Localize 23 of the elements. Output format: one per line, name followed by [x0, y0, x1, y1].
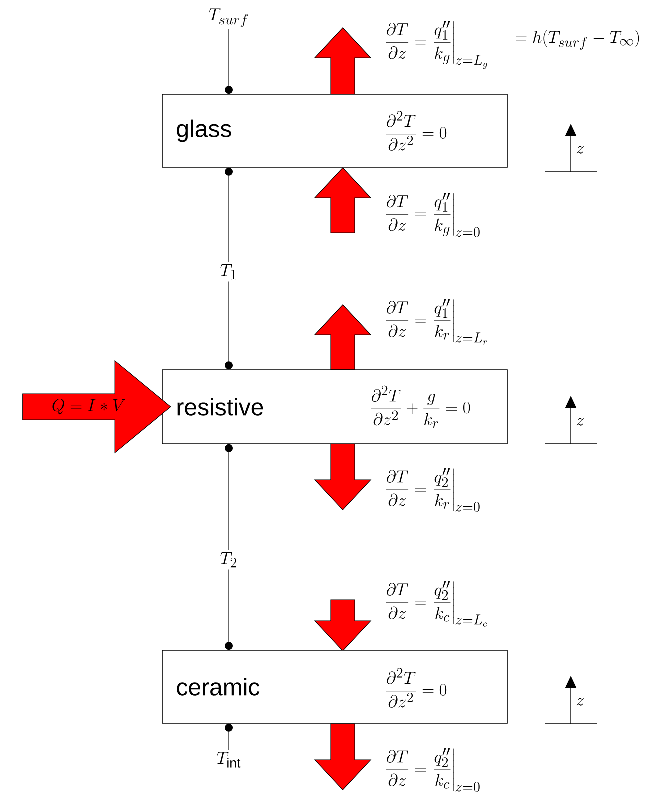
boundary-condition: $\frac{\partial T}{\partial z}=\left.\frac{q_2''}{k_c}\right|_{z=L_c}$: [386, 581, 487, 627]
axis-label: $z$: [576, 146, 584, 154]
boundary-condition: $\frac{\partial T}{\partial z}=\left.\frac{q_1''}{k_g}\right|_{z=0}$: [386, 193, 480, 238]
temperature-label: $T_1$: [220, 264, 236, 280]
convection-formula: $=h(T_{surf}-T_\infty)$: [516, 30, 640, 50]
axis-label: $z$: [576, 418, 584, 426]
boundary-condition: $\frac{\partial T}{\partial z}=\left.\frac{q_2''}{k_c}\right|_{z=0}$: [386, 748, 480, 792]
layer-box: ceramic $\frac{\partial^2 T}{\partial z^2}=0$: [162, 650, 508, 724]
layer-box: glass $\frac{\partial^2 T}{\partial z^2}=0$: [162, 94, 508, 168]
temperature-label: $T_{\mathrm{int}}$: [217, 752, 241, 768]
connector-line: [225, 724, 233, 750]
connector-line: [225, 29, 233, 94]
temperature-label: $T_{surf}$: [209, 8, 248, 28]
connector-line: [225, 168, 233, 263]
axis-label: $z$: [576, 698, 584, 706]
layer-box: resistive $\frac{\partial^2 T}{\partial z^2}+\frac{g}{k_r}=0$: [162, 370, 508, 444]
temperature-label: $T_2$: [220, 552, 237, 568]
connector-line: [225, 444, 233, 551]
connector-line: [225, 569, 233, 650]
boundary-condition: $\frac{\partial T}{\partial z}=\left.\frac{q_2''}{k_r}\right|_{z=0}$: [386, 468, 480, 512]
connector-line: [225, 281, 233, 370]
boundary-condition: $\frac{\partial T}{\partial z}=\left.\frac{q_1''}{k_r}\right|_{z=L_r}$: [386, 299, 488, 345]
boundary-condition: $\frac{\partial T}{\partial z}=\left.\frac{q_1''}{k_g}\right|_{z=L_g}$: [386, 21, 488, 70]
